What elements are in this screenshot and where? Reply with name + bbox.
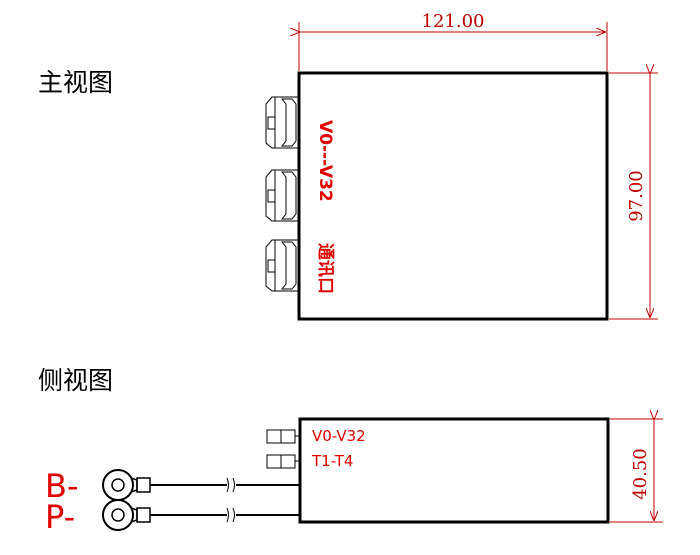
width-dimension bbox=[299, 22, 608, 71]
main-view: V0---V32 通讯口 bbox=[265, 71, 609, 321]
connector-top bbox=[265, 96, 299, 149]
side-connector-top bbox=[266, 429, 300, 444]
voltage-range-label: V0---V32 bbox=[315, 120, 335, 202]
b-minus-label: B- bbox=[45, 467, 79, 505]
connector-middle bbox=[265, 169, 299, 222]
p-minus-wire bbox=[102, 499, 300, 531]
thickness-dimension-text: 40.50 bbox=[630, 448, 651, 500]
main-view-title: 主视图 bbox=[38, 68, 113, 97]
side-connector-bottom bbox=[266, 454, 300, 469]
p-minus-label: P- bbox=[45, 498, 75, 536]
b-minus-wire bbox=[102, 469, 300, 501]
side-voltage-label: V0-V32 bbox=[312, 427, 366, 445]
width-dimension-text: 121.00 bbox=[422, 11, 485, 32]
thickness-dimension bbox=[610, 419, 663, 523]
connector-bottom bbox=[265, 239, 299, 292]
side-view-body bbox=[298, 417, 610, 524]
side-temp-label: T1-T4 bbox=[311, 452, 353, 470]
main-view-body bbox=[297, 71, 609, 321]
height-dimension-text: 97.00 bbox=[626, 170, 647, 222]
comm-port-label: 通讯口 bbox=[315, 243, 335, 294]
side-view-title: 侧视图 bbox=[38, 366, 113, 395]
height-dimension bbox=[609, 73, 658, 320]
side-view: V0-V32 T1-T4 B- P- bbox=[45, 417, 610, 536]
